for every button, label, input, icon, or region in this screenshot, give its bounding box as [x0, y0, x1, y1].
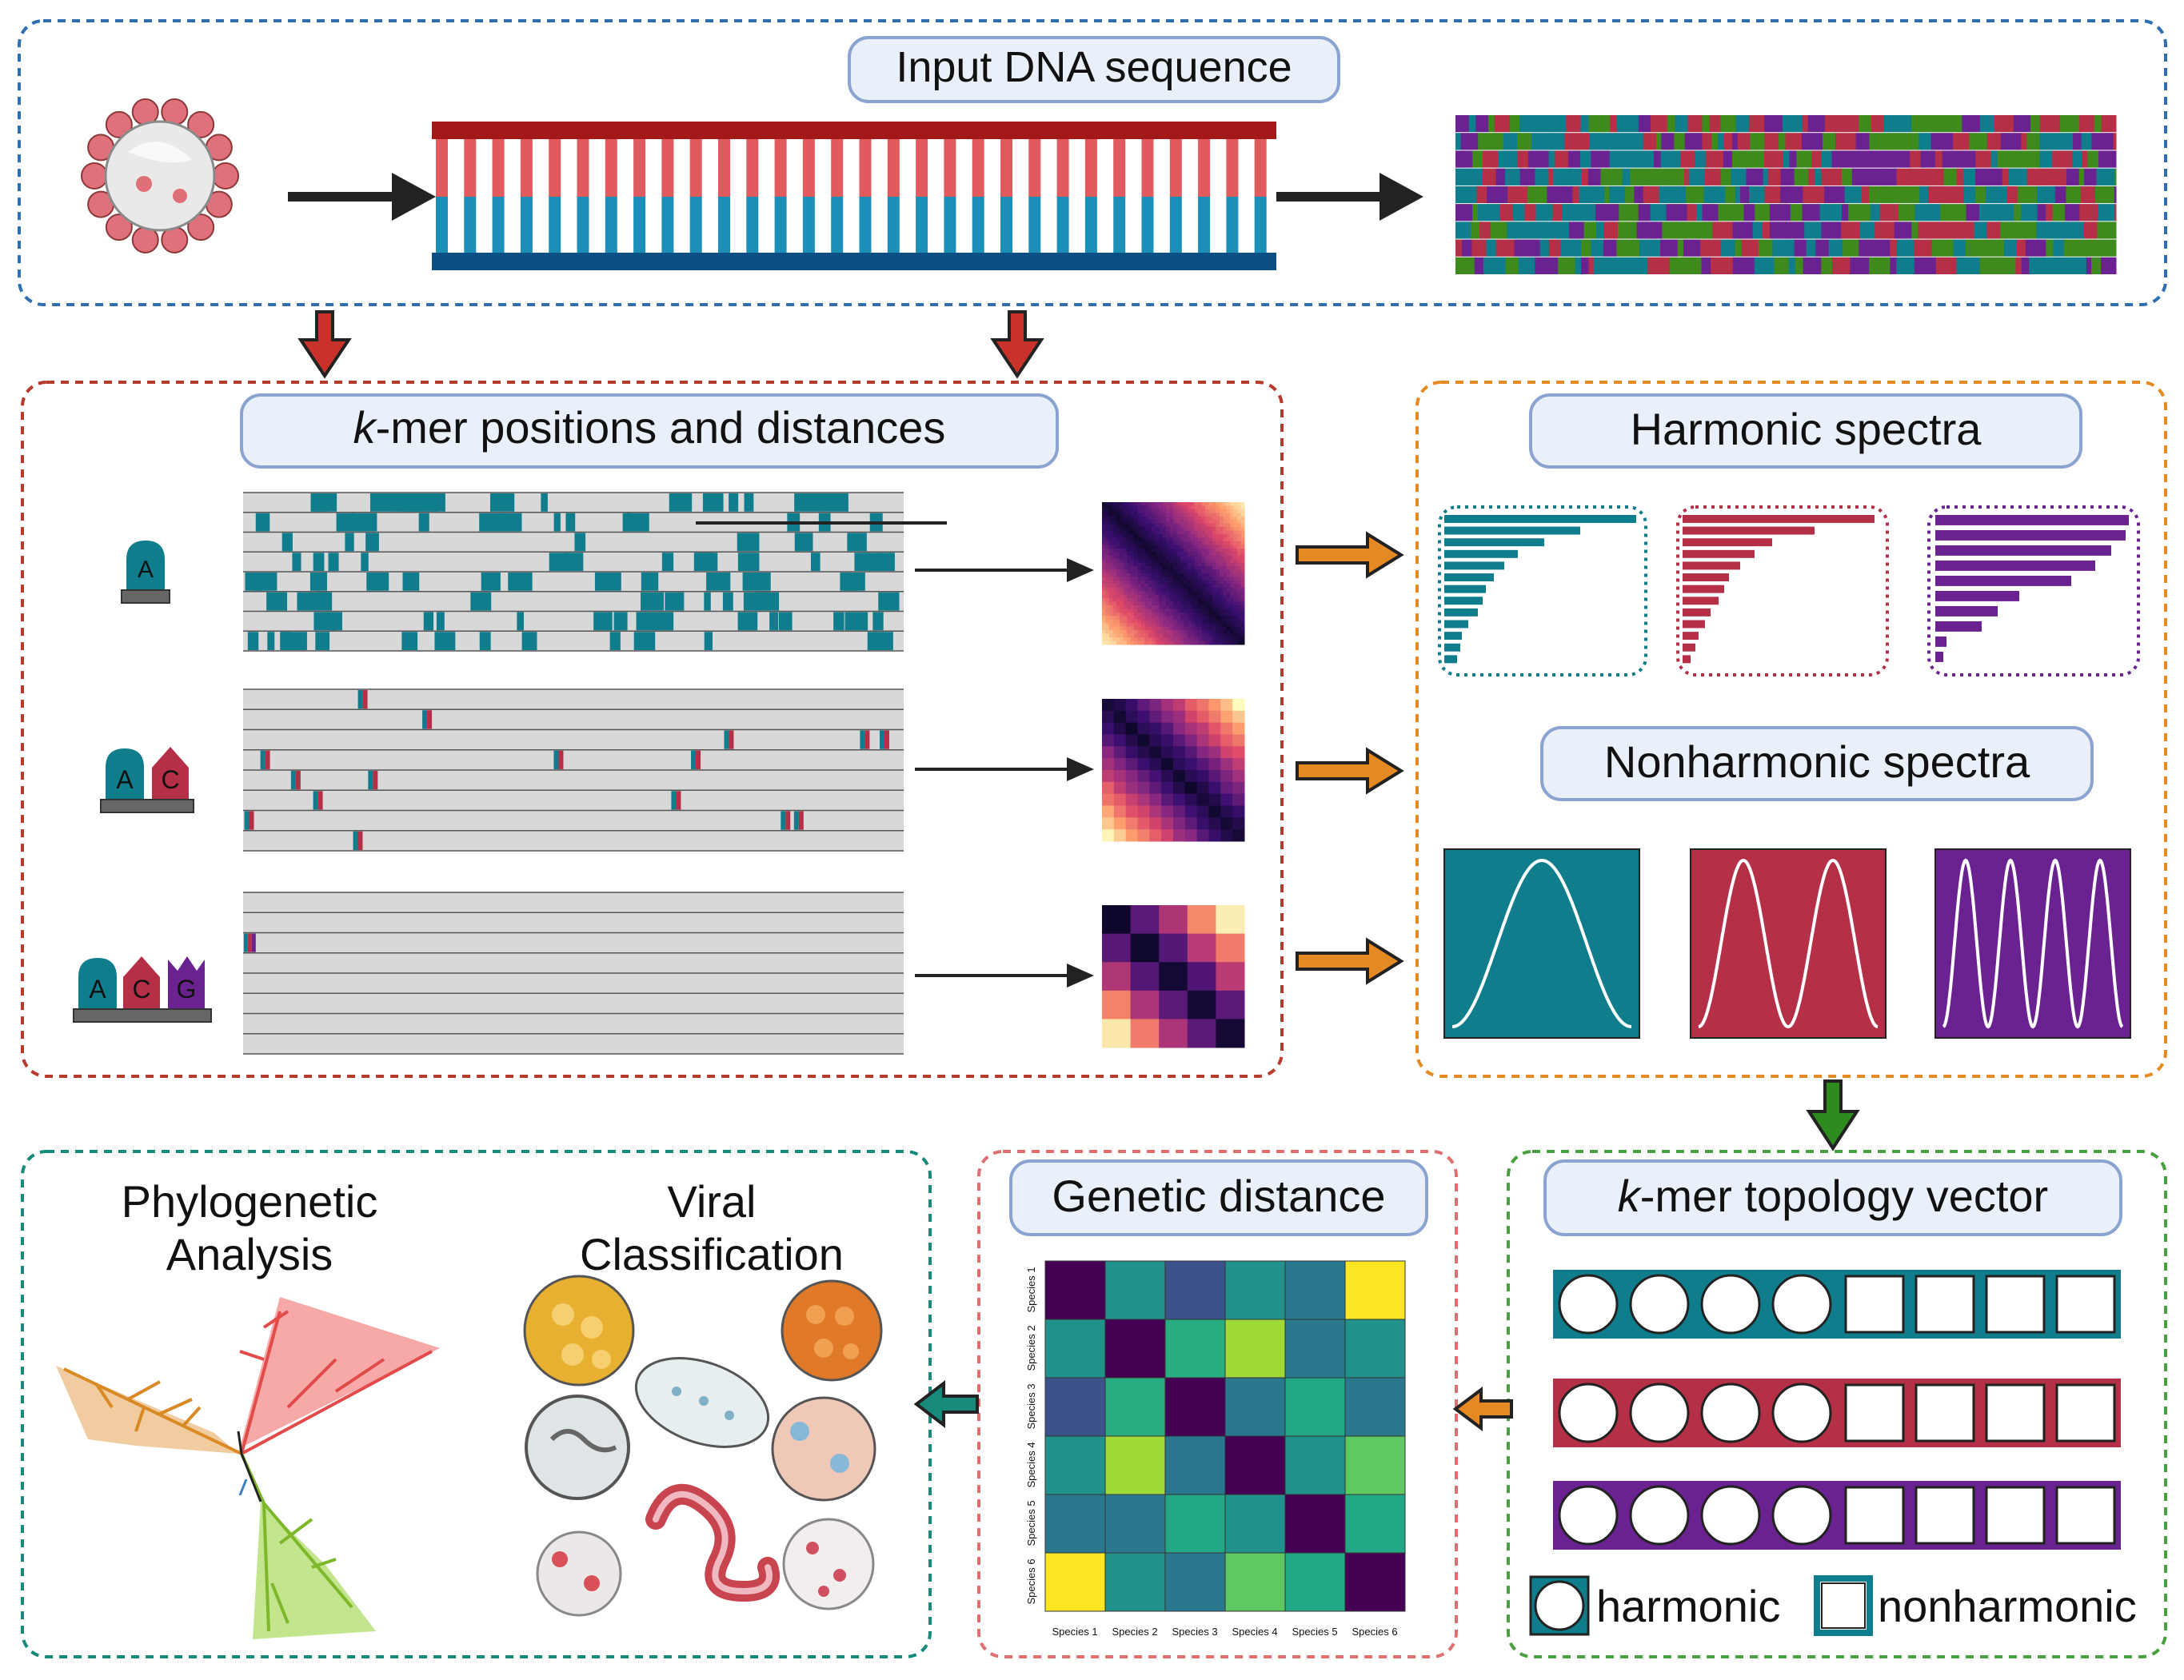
harmonic-bars — [1444, 515, 2129, 664]
svg-text:Genetic distance: Genetic distance — [1052, 1171, 1385, 1221]
left-arrow-orange — [1452, 1387, 1513, 1431]
down-arrow-green — [1806, 1079, 1860, 1151]
nonharmonic-wave-teal — [1443, 848, 1640, 1039]
heatmap-y-label: Species 5 — [1025, 1500, 1037, 1546]
svg-text:Input DNA sequence: Input DNA sequence — [896, 43, 1292, 91]
svg-text:A: A — [138, 557, 154, 583]
heatmap-x-label: Species 1 — [1052, 1626, 1097, 1638]
harmonic-panel-purple — [1927, 505, 2140, 676]
svg-text:A: A — [89, 975, 106, 1004]
kmer-positions-box — [21, 381, 1284, 1078]
kmer-tile-AC: A C — [100, 747, 194, 813]
heatmap-y-label: Species 2 — [1025, 1325, 1037, 1371]
heatmap-x-labels: Species 1 Species 2 Species 3 Species 4 … — [1052, 1626, 1397, 1638]
heatmap-y-label: Species 6 — [1025, 1558, 1037, 1604]
matrix-arrows — [915, 558, 1094, 988]
heatmap-y-label: Species 1 — [1025, 1267, 1037, 1312]
svg-text:A: A — [116, 765, 134, 794]
svg-text:k-mer positions and distances: k-mer positions and distances — [353, 402, 946, 453]
left-arrow-teal — [913, 1379, 979, 1429]
svg-text:Harmonic spectra: Harmonic spectra — [1631, 404, 1982, 454]
down-arrow-red — [297, 310, 1044, 379]
phylo-title-line2: Analysis — [166, 1229, 333, 1279]
viral-title-line2: Classification — [580, 1229, 844, 1279]
flow-arrowhead — [392, 173, 436, 221]
svg-text:harmonic: harmonic — [1596, 1581, 1780, 1631]
topology-title: k-mer topology vector — [1543, 1159, 2122, 1236]
distance-matrix-3 — [1102, 905, 1245, 1048]
spectra-box — [1415, 381, 2167, 1078]
virus-pink-icon — [771, 1396, 876, 1502]
virus-corona-white-icon — [782, 1518, 875, 1610]
heatmap-x-label: Species 3 — [1172, 1626, 1217, 1638]
virus-grey-icon — [525, 1395, 630, 1500]
kmer-position-grid-2 — [243, 688, 904, 852]
svg-text:k-mer topology vector: k-mer topology vector — [1618, 1171, 2048, 1221]
harmonic-panel-red — [1676, 505, 1889, 676]
virus-corona-red-icon — [536, 1530, 622, 1617]
virus-yellow-icon — [523, 1275, 635, 1387]
virus-orange-icon — [781, 1279, 883, 1382]
input-title: Input DNA sequence — [848, 36, 1340, 103]
nonharmonic-wave-red — [1690, 848, 1887, 1039]
virus-icon — [81, 98, 239, 253]
kmer-tile-A: A — [121, 541, 170, 604]
svg-text:C: C — [132, 975, 150, 1004]
input-section-box — [18, 19, 2167, 306]
sequence-barcode — [1455, 115, 2117, 274]
dna-ladder-icon — [432, 122, 1276, 270]
kmer-position-grid-1 — [243, 492, 904, 652]
heatmap-x-label: Species 6 — [1352, 1626, 1397, 1638]
heatmap-x-label: Species 4 — [1232, 1626, 1277, 1638]
virus-ebola-icon — [645, 1483, 780, 1602]
genetic-distance-title: Genetic distance — [1009, 1159, 1428, 1236]
topology-legend: harmonic nonharmonic — [1529, 1575, 2137, 1636]
svg-text:Nonharmonic spectra: Nonharmonic spectra — [1604, 736, 2030, 787]
svg-text:C: C — [161, 765, 179, 794]
svg-text:nonharmonic: nonharmonic — [1878, 1581, 2137, 1631]
heatmap-y-label: Species 3 — [1025, 1383, 1037, 1429]
distance-matrix-1 — [1102, 502, 1245, 645]
virus-capsule-icon — [634, 1357, 770, 1448]
phylogenetic-tree-icon — [56, 1297, 440, 1639]
genetic-distance-heatmap — [1044, 1260, 1406, 1612]
heatmap-x-label: Species 2 — [1112, 1626, 1157, 1638]
heatmap-x-label: Species 5 — [1292, 1626, 1337, 1638]
heatmap-y-label: Species 4 — [1025, 1442, 1037, 1487]
topology-vectors — [1553, 1270, 2121, 1550]
flow-arrowhead — [1379, 173, 1423, 221]
orange-arrows — [1296, 531, 1404, 985]
kmer-tile-ACG: A C G — [73, 956, 212, 1023]
viral-title-line1: Viral — [667, 1176, 756, 1227]
harmonic-panel-teal — [1438, 505, 1647, 676]
nonharmonic-title: Nonharmonic spectra — [1540, 726, 2094, 801]
phylo-title-line1: Phylogenetic — [122, 1176, 378, 1227]
nonharmonic-wave-purple — [1934, 848, 2131, 1039]
heatmap-y-labels: Species 1 Species 2 Species 3 Species 4 … — [1025, 1267, 1037, 1604]
harmonic-title: Harmonic spectra — [1529, 393, 2082, 469]
kmer-positions-title: k-mer positions and distances — [240, 393, 1059, 469]
svg-text:G: G — [177, 975, 197, 1004]
distance-matrix-2 — [1102, 699, 1245, 842]
kmer-position-grid-3 — [243, 892, 904, 1055]
